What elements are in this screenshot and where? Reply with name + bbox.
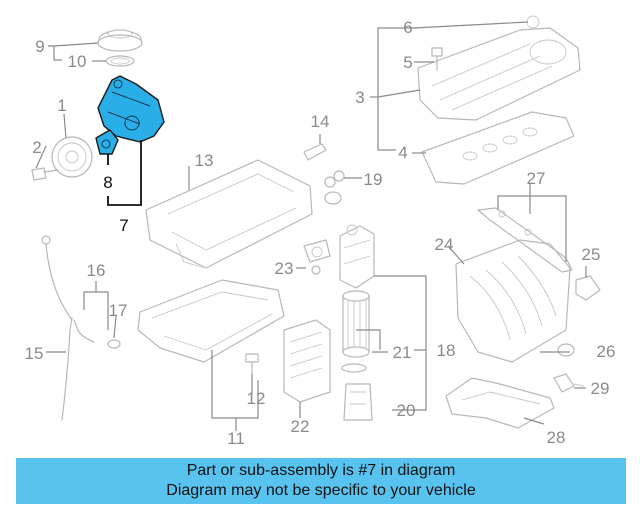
callout-19[interactable]: 19 — [364, 170, 383, 189]
callout-20[interactable]: 20 — [397, 401, 416, 420]
callout-10[interactable]: 10 — [68, 52, 87, 71]
callout-8-highlighted[interactable]: 8 — [103, 173, 112, 192]
seal-ring-part — [105, 55, 135, 67]
callout-numbers: 1 2 3 4 5 6 7 8 9 10 11 12 13 14 15 16 1… — [25, 18, 616, 448]
callout-6[interactable]: 6 — [403, 18, 412, 37]
callout-17[interactable]: 17 — [109, 301, 128, 320]
callout-5[interactable]: 5 — [403, 53, 412, 72]
callout-15[interactable]: 15 — [25, 344, 44, 363]
bracket-28-part — [445, 377, 555, 429]
callout-27[interactable]: 27 — [527, 169, 546, 188]
oil-pan-upper-part — [145, 159, 313, 269]
oil-strainer-part — [303, 143, 327, 161]
callout-16[interactable]: 16 — [87, 261, 106, 280]
drain-plug-part — [107, 339, 121, 349]
banner-line-disclaimer: Diagram may not be specific to your vehi… — [166, 482, 476, 499]
highlight-leader-lines — [107, 140, 142, 206]
parts-diagram: 1 2 3 4 5 6 7 8 9 10 11 12 13 14 15 16 1… — [25, 15, 616, 448]
pulley-bolt-part — [31, 167, 59, 181]
dipstick-tube-part — [61, 317, 95, 421]
info-banner: Part or sub-assembly is #7 in diagram Di… — [16, 458, 626, 504]
callout-11[interactable]: 11 — [227, 429, 245, 448]
intake-manifold-part — [455, 239, 571, 363]
oil-cooler-part — [283, 319, 331, 403]
sensor-29-part — [553, 373, 585, 393]
callout-leader-lines — [35, 21, 587, 431]
seal-8-highlighted-part[interactable] — [95, 129, 119, 155]
callout-13[interactable]: 13 — [195, 151, 214, 170]
callout-9[interactable]: 9 — [35, 37, 44, 56]
callout-3[interactable]: 3 — [355, 88, 364, 107]
callout-1[interactable]: 1 — [57, 96, 66, 115]
gasket-25-part — [575, 275, 601, 301]
gasket-23-part — [303, 239, 331, 275]
callout-26[interactable]: 26 — [597, 342, 616, 361]
valve-cover-part — [417, 15, 581, 121]
dipstick-part — [41, 235, 73, 321]
oil-pan-lower-part — [137, 279, 285, 363]
callout-29[interactable]: 29 — [591, 379, 610, 398]
filter-seal-part — [341, 363, 367, 373]
callout-2[interactable]: 2 — [32, 138, 41, 157]
bolt-12-part — [245, 353, 259, 375]
manifold-bracket-part — [477, 207, 573, 273]
callout-24[interactable]: 24 — [435, 235, 454, 254]
callout-22[interactable]: 22 — [291, 417, 310, 436]
callout-12[interactable]: 12 — [247, 389, 266, 408]
pulley-part — [51, 136, 93, 178]
callout-28[interactable]: 28 — [547, 428, 566, 447]
valve-cover-bolt-part — [431, 47, 443, 71]
callout-14[interactable]: 14 — [311, 112, 330, 131]
oil-pipe-fittings-part — [324, 170, 345, 205]
callout-4[interactable]: 4 — [398, 143, 407, 162]
banner-line-part-number: Part or sub-assembly is #7 in diagram — [186, 462, 456, 479]
filter-cap-part — [343, 383, 373, 421]
oil-filter-housing-part — [339, 224, 375, 289]
callout-18[interactable]: 18 — [437, 341, 456, 360]
oil-filler-cap-part — [97, 29, 143, 52]
callout-25[interactable]: 25 — [582, 245, 601, 264]
oil-filter-part — [342, 290, 370, 358]
callout-23[interactable]: 23 — [275, 259, 294, 278]
seal-26-part — [557, 343, 575, 357]
callout-21[interactable]: 21 — [393, 343, 412, 362]
valve-cover-gasket-part — [421, 111, 575, 185]
callout-7-highlighted[interactable]: 7 — [119, 216, 128, 235]
